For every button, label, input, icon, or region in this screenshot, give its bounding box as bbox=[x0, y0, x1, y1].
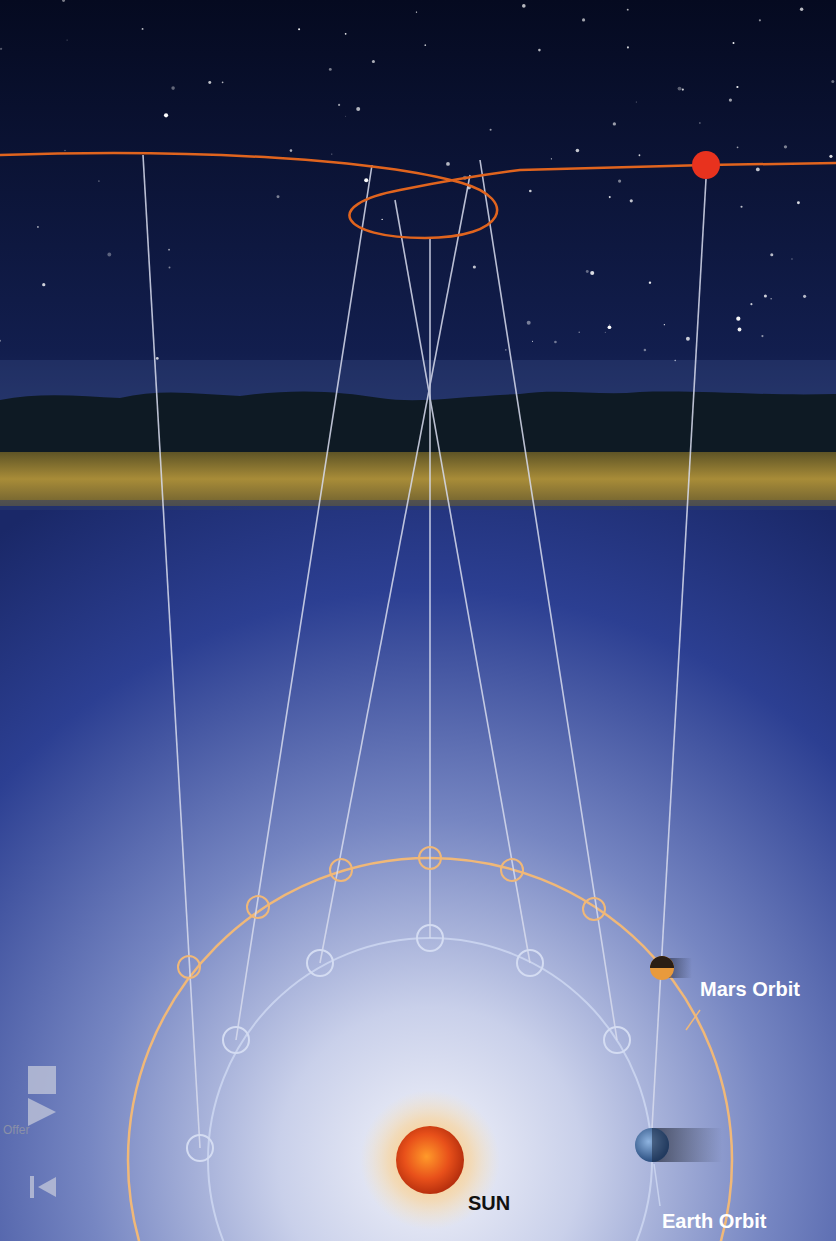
orbit-label: Mars Orbit bbox=[700, 978, 800, 1001]
watermark: Offer bbox=[3, 1124, 29, 1138]
orbit-label: Earth Orbit bbox=[662, 1210, 766, 1233]
sun-label: SUN bbox=[468, 1192, 510, 1215]
